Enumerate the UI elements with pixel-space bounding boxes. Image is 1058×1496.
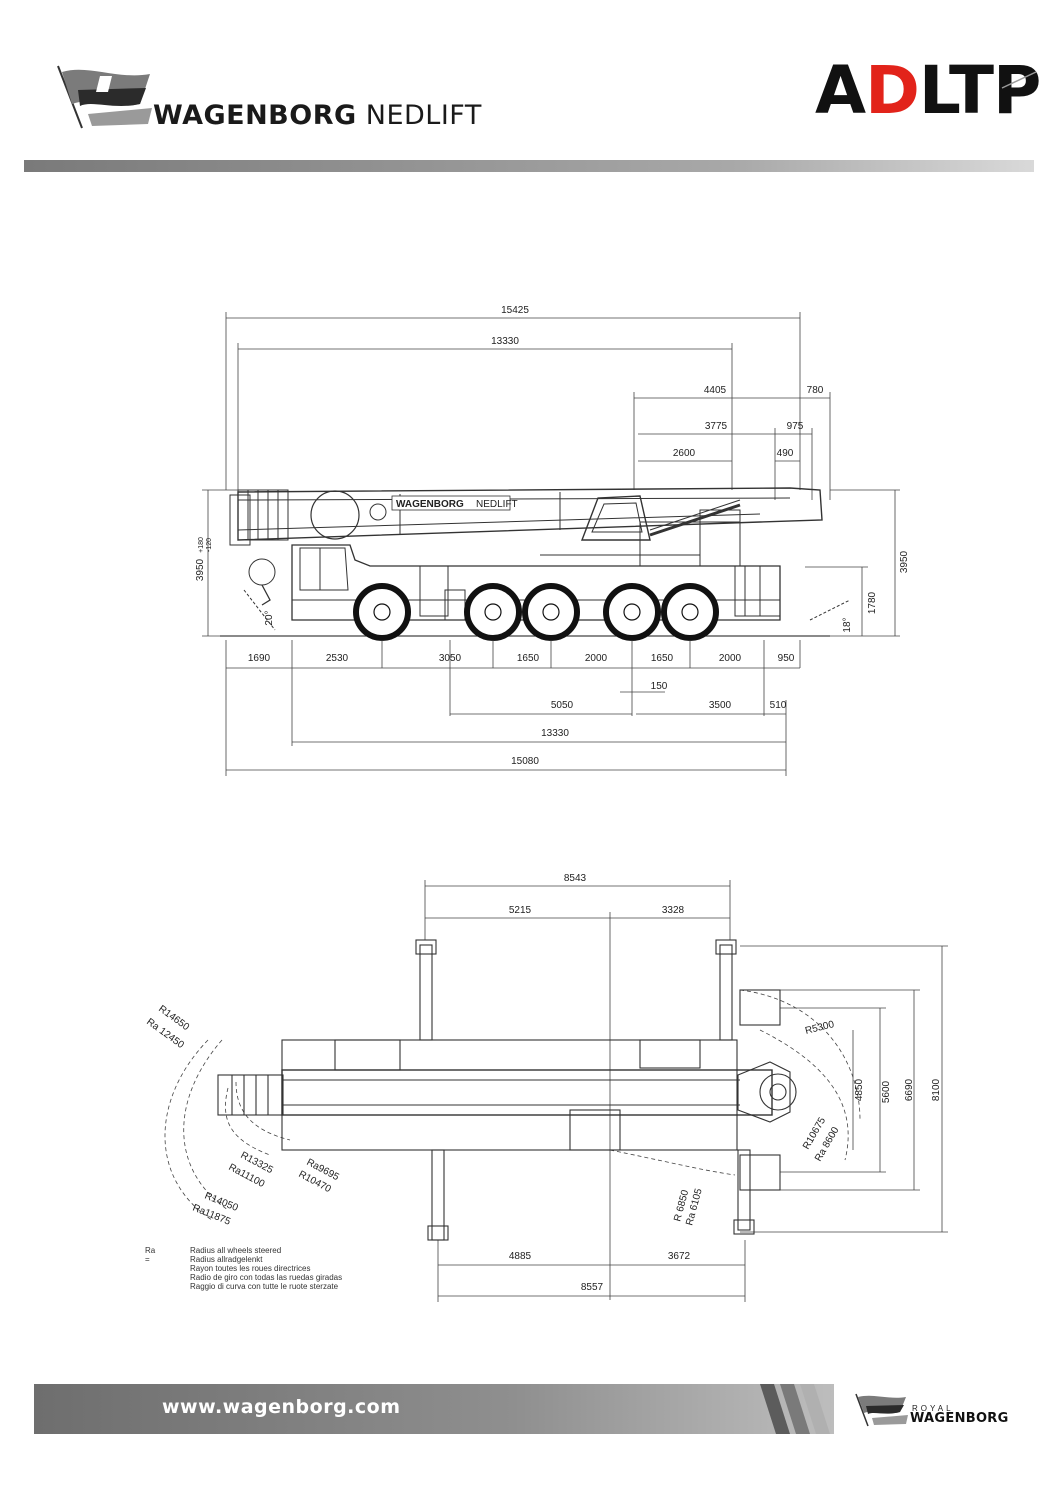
dim-975: 975 [787,421,804,432]
dim-3775: 3775 [705,421,728,432]
dim-510: 510 [770,700,787,711]
axle-dim-1650-b: 1650 [651,653,674,664]
axle-dim-2530: 2530 [326,653,349,664]
dim-490: 490 [777,448,794,459]
axle-dim-3050: 3050 [439,653,462,664]
departure-angle: 18° [842,617,853,632]
footer-bar [34,1384,834,1434]
brand-name-light: NEDLIFT [365,100,482,131]
legend-line-it: Raggio di curva con tutte le ruote sterz… [190,1282,339,1291]
dim-3672: 3672 [668,1251,691,1262]
dim-1780: 1780 [867,591,878,614]
top-view-drawing: 8543 5215 3328 4850 5600 6690 8100 4885 … [144,873,948,1302]
legend-line-de: Radius allradgelenkt [190,1255,263,1264]
axle-dim-1690: 1690 [248,653,271,664]
royal-wagenborg-flag-logo [855,1393,908,1427]
legend-key: Ra = [145,1246,156,1264]
legend-line-es: Radio de giro con todas las ruedas girad… [190,1273,343,1282]
approach-angle: 20° [264,610,275,625]
radius-r5300: R5300 [804,1019,836,1037]
axle-dim-2000-a: 2000 [585,653,608,664]
footer-stripes [760,1384,830,1434]
dim-15425: 15425 [501,305,529,316]
header-divider-bar [24,160,1034,172]
dim-3500: 3500 [709,700,732,711]
royal-label: ROYAL [912,1404,954,1413]
royal-wagenborg-label: WAGENBORG [910,1411,1009,1426]
axle-dim-1650-a: 1650 [517,653,540,664]
legend-line-en: Radius all wheels steered [190,1246,282,1255]
dim-13330-bottom: 13330 [541,728,569,739]
dim-height-minus: -120 [206,538,213,552]
model-logo: ADLTP [815,52,1042,129]
dim-5600: 5600 [881,1080,892,1103]
dim-4405: 4405 [704,385,727,396]
dim-height-left: 3950 [195,558,206,581]
dim-height-plus: +180 [198,537,205,553]
axle-dim-950: 950 [778,653,795,664]
dim-4885: 4885 [509,1251,532,1262]
side-view-drawing: WAGENBORG NEDLIFT 15425 13330 4405 780 3… [195,305,910,776]
boom-lettering: WAGENBORG [396,499,464,510]
dim-height-right: 3950 [899,550,910,573]
brand-name: WAGENBORG NEDLIFT [153,100,482,131]
model-logo-a: A [815,52,866,129]
model-logo-rest: LTP [918,52,1042,129]
dim-3328: 3328 [662,905,685,916]
brand-name-bold: WAGENBORG [153,100,357,131]
legend-lines: Radius all wheels steered Radius allradg… [190,1246,342,1291]
boom-lettering-light: NEDLIFT [476,499,518,510]
dim-5050: 5050 [551,700,574,711]
axle-dim-2000-b: 2000 [719,653,742,664]
dim-15080: 15080 [511,756,539,767]
dim-4850: 4850 [854,1078,865,1101]
wagenborg-flag-logo [57,65,152,129]
dim-6690: 6690 [904,1078,915,1101]
dim-8543: 8543 [564,873,587,884]
dim-13330-top: 13330 [491,336,519,347]
dim-8100: 8100 [931,1078,942,1101]
model-logo-d: D [865,52,920,129]
model-logo-swoosh [1001,71,1037,89]
website-link[interactable]: www.wagenborg.com [162,1396,401,1418]
legend-line-fr: Rayon toutes les roues directrices [190,1264,311,1273]
dim-150: 150 [651,681,668,692]
dim-780: 780 [807,385,824,396]
dim-8557: 8557 [581,1282,604,1293]
dim-5215: 5215 [509,905,532,916]
dim-2600: 2600 [673,448,696,459]
